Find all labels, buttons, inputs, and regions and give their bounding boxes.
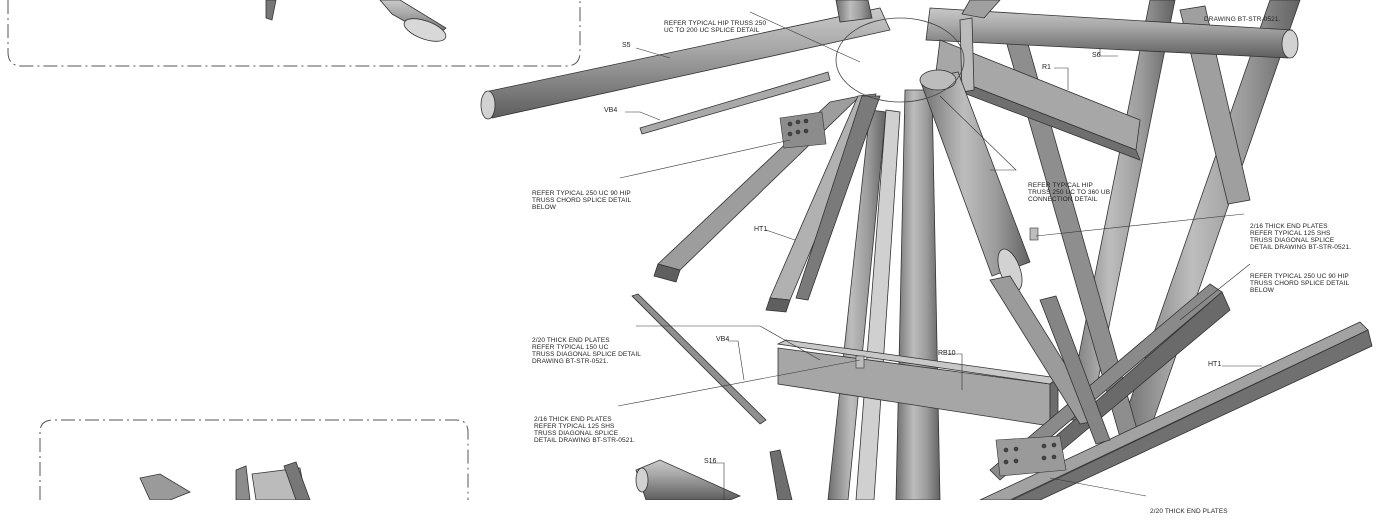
truss-diagonals-lower bbox=[989, 275, 1111, 445]
detail-box-bottom bbox=[39, 419, 469, 500]
tag-s16: S16 bbox=[704, 458, 717, 465]
clamp-fitting bbox=[855, 227, 1039, 369]
splice-plate-lower bbox=[995, 435, 1067, 477]
tag-vb4-top: VB4 bbox=[604, 107, 618, 114]
note-bottom-right: 2/20 THICK END PLATES bbox=[1150, 508, 1228, 515]
tag-s5: S5 bbox=[622, 42, 631, 49]
splice-plate-left bbox=[779, 111, 827, 149]
member-ht1-left bbox=[653, 93, 881, 313]
structural-steel-isometric-drawing bbox=[7, 0, 1373, 500]
leader-lines bbox=[617, 11, 1262, 500]
note-top-right: DRAWING BT-STR-0521. bbox=[1204, 16, 1281, 23]
member-s16 bbox=[635, 449, 793, 500]
hub-detail-circle bbox=[835, 17, 965, 103]
tag-ht1-right: HT1 bbox=[1208, 361, 1222, 368]
tag-s6: S6 bbox=[1092, 52, 1101, 59]
member-vb4-top bbox=[639, 71, 831, 135]
member-s5 bbox=[480, 7, 891, 120]
member-upper-tube bbox=[835, 0, 1001, 23]
tag-ht1-left: HT1 bbox=[754, 226, 768, 233]
member-r1 bbox=[935, 17, 1141, 161]
member-diagonal-tube bbox=[919, 69, 1031, 292]
tag-vb4-mid: VB4 bbox=[716, 336, 730, 343]
detail-box-top bbox=[7, 0, 581, 67]
tag-rb10: RB10 bbox=[938, 350, 956, 357]
detail-bottom-members bbox=[139, 461, 311, 500]
member-s6 bbox=[925, 7, 1299, 59]
detail-top-members bbox=[265, 0, 447, 42]
tag-r1: R1 bbox=[1042, 64, 1051, 71]
member-vb4-mid bbox=[631, 293, 767, 425]
